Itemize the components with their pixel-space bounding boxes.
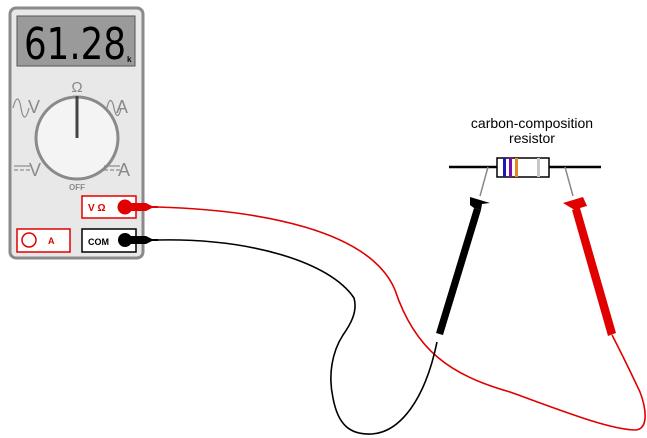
red-probe-handle bbox=[572, 208, 616, 336]
dc-symbol-icon bbox=[104, 165, 120, 171]
black-probe[interactable] bbox=[436, 166, 490, 335]
resistor-label-line2: resistor bbox=[509, 130, 555, 146]
dc-symbol-icon bbox=[14, 165, 30, 171]
resistor-label-line1: carbon-composition bbox=[471, 115, 593, 131]
jack-amp-label: A bbox=[48, 236, 55, 246]
selector-dial[interactable] bbox=[34, 95, 120, 181]
black-probe-handle bbox=[436, 208, 481, 335]
dial-off-label: OFF bbox=[69, 183, 85, 192]
red-probe[interactable] bbox=[563, 166, 616, 336]
lcd-display bbox=[16, 15, 136, 67]
jack-volt-ohm-label: V Ω bbox=[88, 203, 105, 214]
resistor-band-3 bbox=[515, 158, 518, 177]
ac-volts-label: V bbox=[28, 97, 40, 117]
red-probe-tip bbox=[564, 166, 574, 197]
black-plug[interactable] bbox=[122, 236, 158, 244]
red-lead-wire bbox=[156, 206, 646, 431]
black-probe-guard bbox=[470, 197, 490, 210]
multimeter: 61.28 k Ω OFF V A V A bbox=[8, 6, 145, 260]
black-lead-wire bbox=[156, 239, 438, 435]
jack-amp[interactable] bbox=[16, 228, 71, 253]
black-probe-tip bbox=[479, 166, 489, 197]
dial-ohm-label: Ω bbox=[71, 79, 82, 96]
resistor-band-1 bbox=[503, 158, 506, 177]
ac-amps-label: A bbox=[116, 97, 128, 117]
lcd-value: 61.28 bbox=[24, 19, 126, 70]
dc-volts-label: V bbox=[29, 160, 41, 180]
jack-com-label: COM bbox=[88, 237, 109, 247]
dc-amps-label: A bbox=[118, 160, 130, 180]
resistor-band-4 bbox=[537, 158, 540, 177]
ac-wave-icon bbox=[12, 98, 30, 118]
red-plug[interactable] bbox=[122, 203, 158, 211]
lcd-unit: k bbox=[127, 55, 132, 64]
red-probe-guard bbox=[563, 197, 587, 212]
jack-amp-socket[interactable] bbox=[21, 232, 37, 248]
ac-wave-icon bbox=[106, 99, 122, 117]
resistor bbox=[449, 157, 601, 178]
resistor-band-2 bbox=[509, 158, 512, 177]
